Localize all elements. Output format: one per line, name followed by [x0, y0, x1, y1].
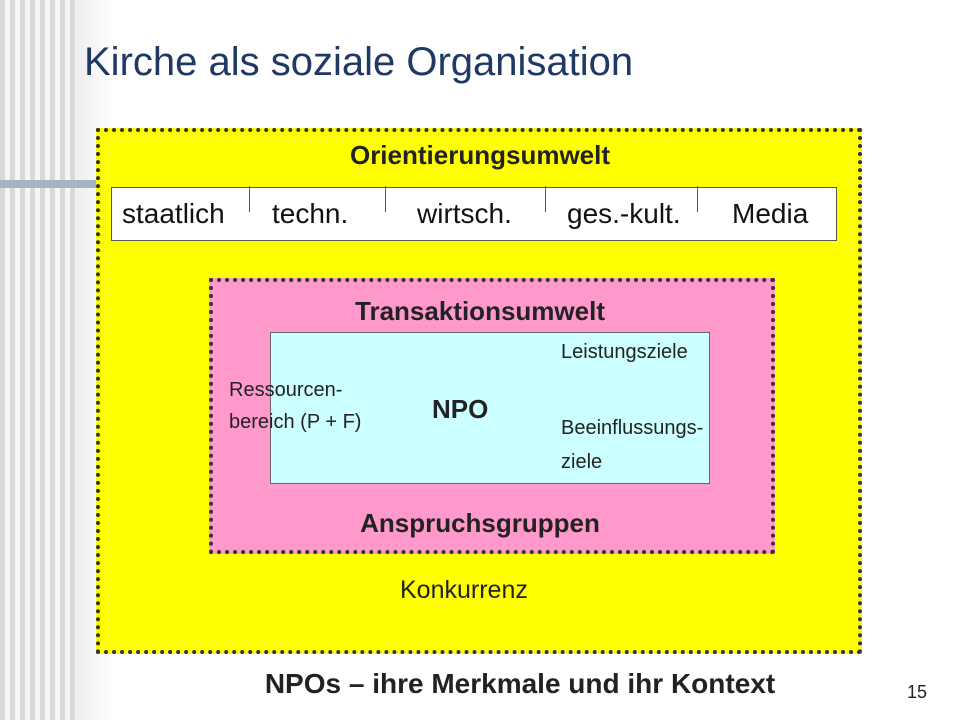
slide-title: Kirche als soziale Organisation	[84, 40, 634, 84]
environment-categories-bar: staatlich techn. wirtsch. ges.-kult. Med…	[111, 186, 837, 241]
npo-box	[270, 332, 710, 484]
goal-performance-label: Leistungsziele	[561, 341, 688, 363]
stakeholder-groups-label: Anspruchsgruppen	[360, 508, 600, 538]
background-stripes	[0, 0, 76, 720]
environment-divider	[545, 186, 546, 212]
environment-divider	[249, 186, 250, 212]
environment-item-ges-kult: ges.-kult.	[567, 198, 681, 229]
npo-label: NPO	[432, 394, 489, 424]
slide-footer: NPOs – ihre Merkmale und ihr Kontext	[264, 668, 776, 699]
transaction-environment-label: Transaktionsumwelt	[355, 296, 605, 326]
competition-label: Konkurrenz	[400, 576, 528, 604]
goal-influence-label-line1: Beeinflussungs-	[561, 417, 704, 439]
slide-number: 15	[907, 682, 928, 702]
goal-influence-label-line2: ziele	[561, 451, 603, 473]
accent-bar	[0, 180, 96, 188]
resources-label-line1: Ressourcen-	[229, 379, 343, 401]
environment-divider	[697, 186, 698, 212]
resources-label-line2: bereich (P + F)	[229, 411, 362, 433]
environment-divider	[385, 186, 386, 212]
environment-item-wirtsch: wirtsch.	[417, 198, 512, 229]
environment-item-staatlich: staatlich	[122, 198, 225, 229]
orientation-environment-label: Orientierungsumwelt	[349, 140, 611, 170]
environment-item-techn: techn.	[272, 198, 349, 229]
environment-item-media: Media	[732, 198, 809, 229]
